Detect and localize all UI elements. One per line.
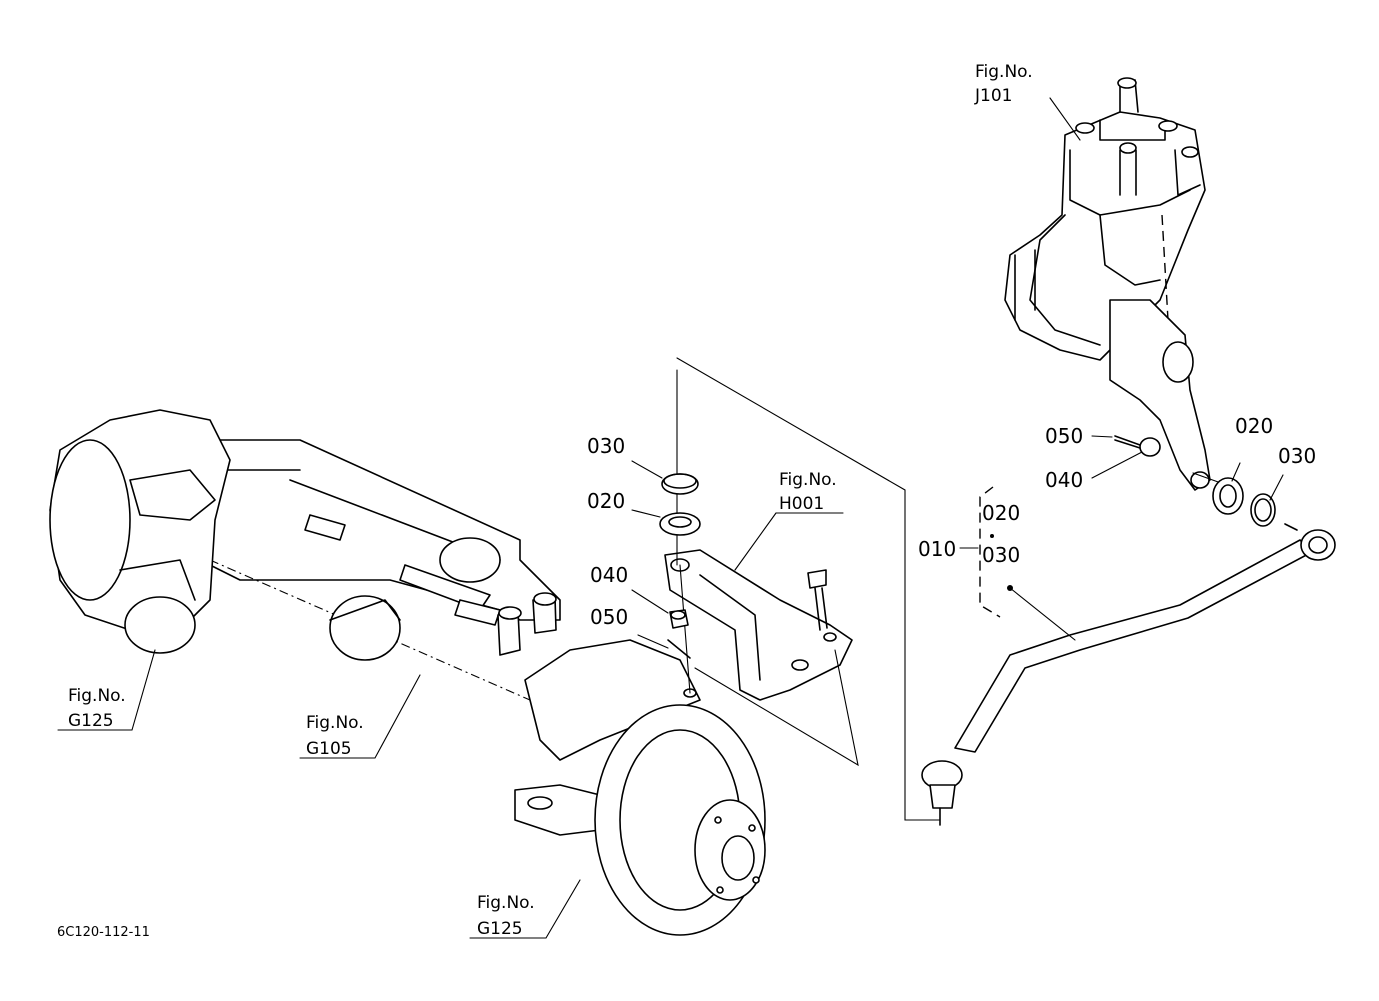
- fig-ref-g105: Fig.No. G105: [306, 713, 364, 759]
- label-040-left: 040: [590, 563, 628, 587]
- assembly-bracket: [959, 486, 1001, 618]
- fig-ref-g125-left: Fig.No. G125: [68, 686, 126, 731]
- label-010-030: 030: [982, 543, 1020, 567]
- fig-ref-g105-line1: Fig.No.: [306, 713, 364, 733]
- label-010: 010: [918, 537, 956, 561]
- right-seal-stack: [1114, 435, 1276, 527]
- label-leaders: [57, 97, 1284, 939]
- leader-lines: [676, 357, 1236, 821]
- fig-ref-g125-bottom-line1: Fig.No.: [477, 893, 535, 913]
- fig-ref-g105-line2: G105: [306, 739, 352, 759]
- right-knuckle-hub: [514, 639, 766, 936]
- drag-link: [921, 523, 1336, 826]
- fig-ref-h001: Fig.No. H001: [779, 470, 837, 514]
- fig-ref-g125-bottom-line2: G125: [477, 919, 523, 939]
- fig-ref-h001-line1: Fig.No.: [779, 470, 837, 490]
- label-010-020: 020: [982, 501, 1020, 525]
- fig-ref-g125-bottom: Fig.No. G125: [477, 893, 535, 939]
- label-040-right: 040: [1045, 468, 1083, 492]
- label-030-right: 030: [1278, 444, 1316, 468]
- front-axle-housing: [49, 409, 561, 701]
- steering-bracket: [664, 549, 853, 701]
- steering-gearbox: [1004, 77, 1211, 491]
- label-050-left: 050: [590, 605, 628, 629]
- fig-ref-j101: Fig.No. J101: [974, 62, 1033, 106]
- label-030-left: 030: [587, 434, 625, 458]
- label-020-left: 020: [587, 489, 625, 513]
- fig-ref-g125-left-line2: G125: [68, 711, 114, 731]
- label-020-right: 020: [1235, 414, 1273, 438]
- fig-ref-h001-line2: H001: [779, 494, 824, 514]
- left-seal-stack: [659, 473, 701, 659]
- label-050-right: 050: [1045, 424, 1083, 448]
- fig-ref-g125-left-line1: Fig.No.: [68, 686, 126, 706]
- drawing-code: 6C120-112-11: [57, 925, 150, 940]
- fig-ref-j101-line2: J101: [974, 86, 1012, 106]
- fig-ref-j101-line1: Fig.No.: [975, 62, 1033, 82]
